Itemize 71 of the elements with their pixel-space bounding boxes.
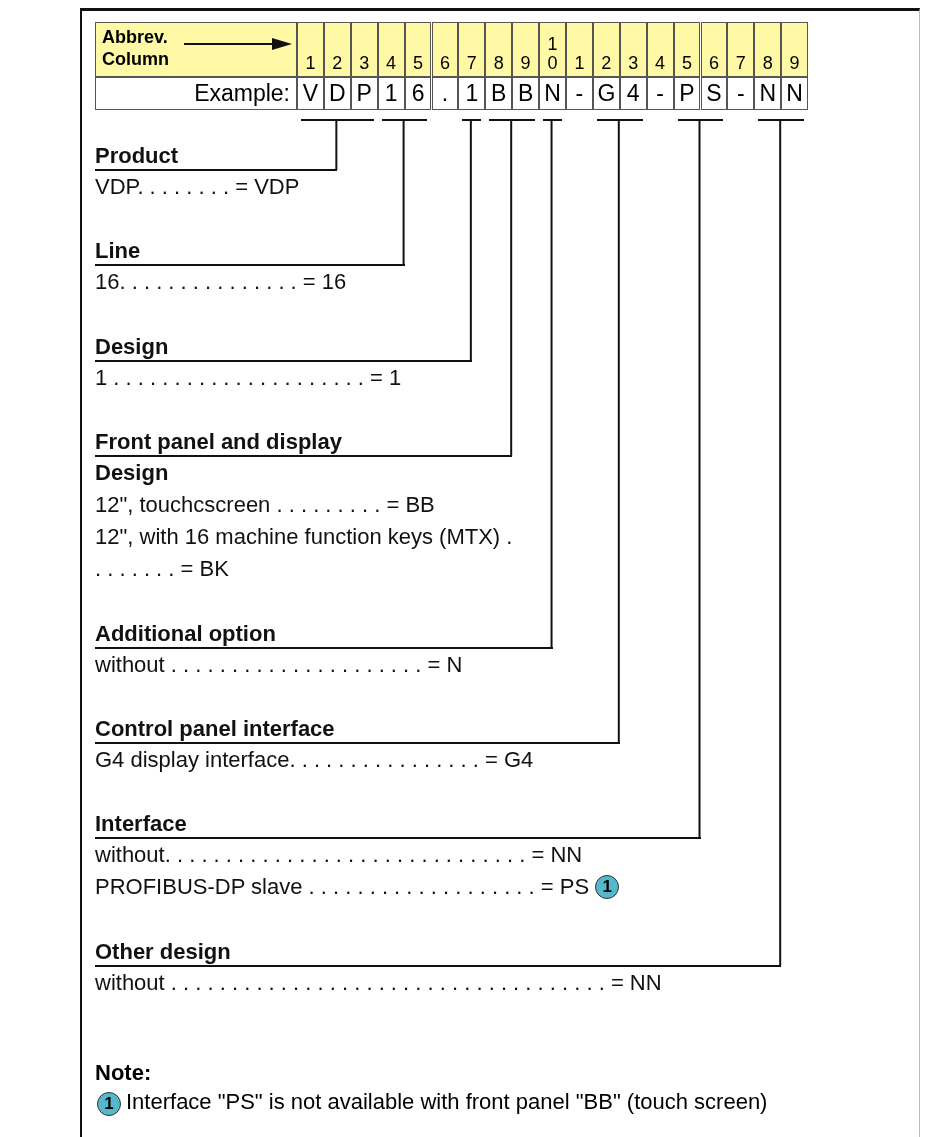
code-character: V: [297, 77, 324, 110]
option-line: 16. . . . . . . . . . . . . . . = 16: [95, 268, 348, 296]
column-number: 3: [619, 22, 647, 77]
code-character: P: [673, 77, 701, 110]
column-number: 9: [512, 22, 540, 77]
column-number: 5: [673, 22, 701, 77]
code-character: -: [566, 77, 593, 110]
column-number: 1: [566, 22, 593, 77]
leader-line: [335, 120, 338, 171]
section-heading: Design: [95, 333, 472, 362]
section-heading: Line: [95, 237, 405, 266]
column-number: 5: [404, 22, 432, 77]
section-heading: Additional option: [95, 620, 553, 649]
option-line: 1 . . . . . . . . . . . . . . . . . . . . . = 1: [95, 364, 403, 392]
option-line: without. . . . . . . . . . . . . . . . . . . . . . . . . . . . . . = NN: [95, 841, 584, 869]
section-heading: Interface: [95, 810, 701, 839]
code-character: P: [350, 77, 378, 110]
code-character: 1: [458, 77, 486, 110]
leader-line: [402, 120, 405, 266]
option-line: PROFIBUS-DP slave . . . . . . . . . . . . . . . . . . . = PS: [95, 873, 590, 901]
column-number: 7: [727, 22, 755, 77]
example-label: Example:: [95, 77, 297, 110]
leader-line: [469, 120, 472, 362]
code-character: B: [485, 77, 513, 110]
column-number: 9: [781, 22, 809, 77]
option-line: without . . . . . . . . . . . . . . . . . . . . . . . . . . . . . . . . . . . . = NN: [95, 969, 663, 997]
code-character: N: [754, 77, 782, 110]
code-character: G: [592, 77, 620, 110]
leader-line: [779, 120, 782, 967]
leader-line: [617, 120, 620, 744]
section-heading: Product: [95, 142, 338, 171]
code-character: B: [512, 77, 540, 110]
leader-line: [510, 120, 513, 457]
code-character: N: [539, 77, 566, 110]
code-character: N: [781, 77, 809, 110]
section-subheading: Design: [95, 459, 170, 487]
section-heading: Front panel and display: [95, 428, 513, 457]
option-line: G4 display interface. . . . . . . . . . . . . . . . = G4: [95, 746, 535, 774]
column-number: 4: [377, 22, 405, 77]
code-character: 4: [619, 77, 647, 110]
note-text: Interface "PS" is not available with front panel "BB" (touch screen): [126, 1089, 768, 1115]
column-number: 8: [754, 22, 782, 77]
code-character: D: [323, 77, 351, 110]
option-line: 12", touchcscreen . . . . . . . . . = BB: [95, 491, 436, 519]
column-number: 3: [350, 22, 378, 77]
column-number: 2: [592, 22, 620, 77]
code-character: S: [700, 77, 728, 110]
leader-line: [698, 120, 701, 839]
code-character: 6: [404, 77, 432, 110]
leader-line: [550, 120, 553, 649]
code-character: -: [727, 77, 755, 110]
option-line: VDP. . . . . . . . = VDP: [95, 173, 301, 201]
code-character: .: [431, 77, 459, 110]
section-heading: Other design: [95, 938, 782, 967]
option-line: 12", with 16 machine function keys (MTX) . . . . . . . . = BK: [95, 523, 514, 583]
option-line: without . . . . . . . . . . . . . . . . . . . . . = N: [95, 651, 464, 679]
section-heading: Control panel interface: [95, 715, 620, 744]
footnote-callout: 1: [97, 1092, 121, 1116]
column-number: 7: [458, 22, 486, 77]
footnote-callout: 1: [595, 875, 620, 899]
code-character: 1: [377, 77, 405, 110]
column-number: 6: [700, 22, 728, 77]
column-number: 8: [485, 22, 513, 77]
table-header-text: Abbrev. Column: [102, 26, 170, 71]
column-number: 4: [646, 22, 674, 77]
column-number: 10: [539, 22, 566, 77]
column-number: 6: [431, 22, 459, 77]
column-number: 1: [297, 22, 324, 77]
note-heading: Note:: [95, 1060, 152, 1086]
column-number: 2: [323, 22, 351, 77]
code-character: -: [646, 77, 674, 110]
